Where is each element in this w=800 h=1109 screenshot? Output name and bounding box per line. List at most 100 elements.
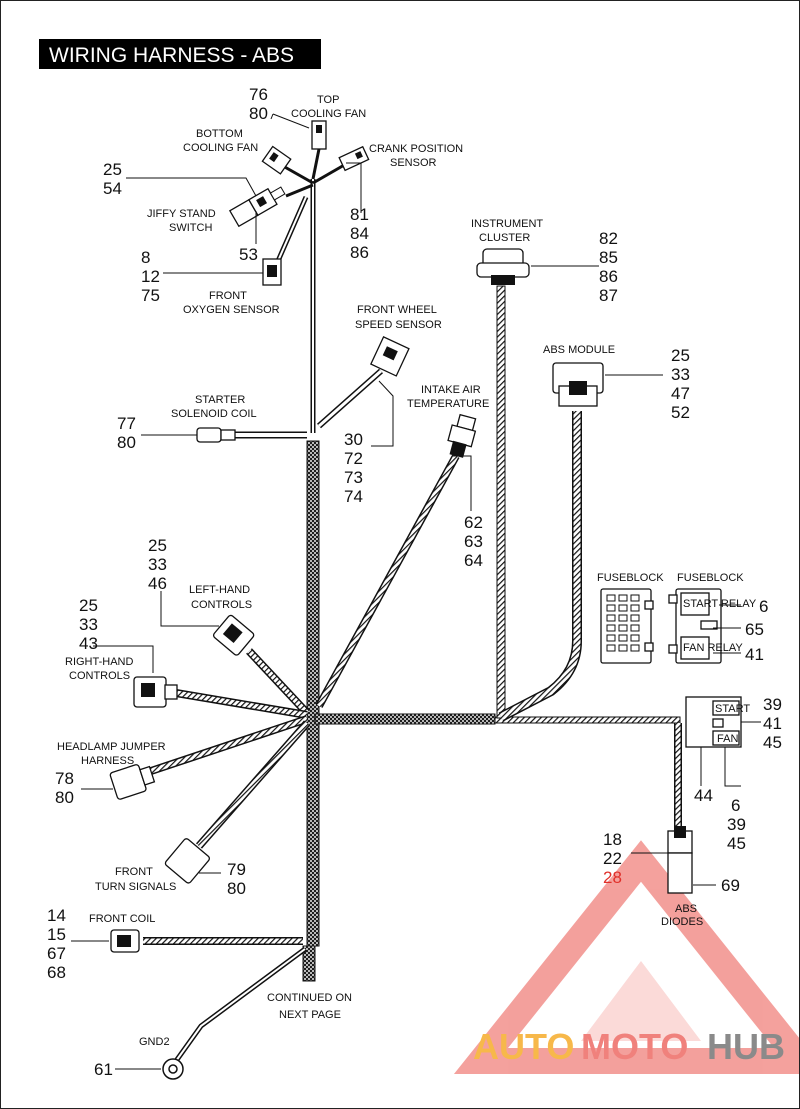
label-instrument-2: CLUSTER bbox=[479, 232, 530, 244]
relay-start-label: START bbox=[715, 703, 750, 715]
watermark-hub: HUB bbox=[707, 1026, 785, 1067]
callout-headlamp-1: 80 bbox=[55, 788, 74, 807]
callout-left-hand-1: 33 bbox=[148, 555, 167, 574]
label-continued-1: CONTINUED ON bbox=[267, 992, 352, 1004]
callout-wheel-speed-1: 72 bbox=[344, 449, 363, 468]
callout-intake-2: 64 bbox=[464, 551, 483, 570]
callout-abs-module-1: 33 bbox=[671, 365, 690, 384]
label-crank-position-1: CRANK POSITION bbox=[369, 143, 463, 155]
callout-fuse-6: 6 bbox=[759, 597, 768, 616]
jiffy-stand-switch-connector bbox=[228, 186, 286, 228]
callout-oxygen-2: 75 bbox=[141, 286, 160, 305]
callout-crank-2: 86 bbox=[350, 243, 369, 262]
label-intake-2: TEMPERATURE bbox=[407, 398, 489, 410]
callout-diodes-right: 69 bbox=[721, 876, 740, 895]
label-bottom-cooling-fan-1: BOTTOM bbox=[196, 128, 243, 140]
label-right-hand-2: CONTROLS bbox=[69, 670, 130, 682]
left-hand-controls-connector bbox=[212, 614, 255, 656]
crank-position-sensor-connector bbox=[338, 145, 370, 172]
label-starter-1: STARTER bbox=[195, 394, 245, 406]
callout-front-coil-0: 14 bbox=[47, 906, 66, 925]
callout-jiffy-lower-0: 53 bbox=[239, 245, 258, 264]
starter-solenoid-connector bbox=[196, 427, 236, 443]
callout-jiffy-0: 25 bbox=[103, 160, 122, 179]
callout-instrument-2: 86 bbox=[599, 267, 618, 286]
callout-starter-1: 80 bbox=[117, 433, 136, 452]
callout-front-coil-2: 67 bbox=[47, 944, 66, 963]
callout-right-hand-2: 43 bbox=[79, 634, 98, 653]
label-turn-signals-1: FRONT bbox=[115, 866, 153, 878]
label-wheel-speed-2: SPEED SENSOR bbox=[355, 319, 442, 331]
label-abs-module: ABS MODULE bbox=[543, 344, 615, 356]
callout-right-hand-0: 25 bbox=[79, 596, 98, 615]
callout-wheel-speed-0: 30 bbox=[344, 430, 363, 449]
callout-diodes-left-red: 28 bbox=[603, 868, 622, 887]
callout-crank-1: 84 bbox=[350, 224, 369, 243]
callout-oxygen-0: 8 bbox=[141, 248, 150, 267]
label-top-cooling-fan-1: TOP bbox=[317, 94, 339, 106]
callout-diodes-left-0: 18 bbox=[603, 830, 622, 849]
callout-fuse-41: 41 bbox=[745, 645, 764, 664]
callout-left-hand-2: 46 bbox=[148, 574, 167, 593]
front-oxygen-sensor-connector bbox=[262, 258, 282, 286]
label-abs-diodes-1: ABS bbox=[675, 903, 697, 915]
callout-front-coil-3: 68 bbox=[47, 963, 66, 982]
callout-relay-below-2: 45 bbox=[727, 834, 746, 853]
callout-relay-right-1: 41 bbox=[763, 714, 782, 733]
component-labels: TOP COOLING FAN BOTTOM COOLING FAN CRANK… bbox=[57, 94, 744, 1048]
relay-fan-label: FAN bbox=[717, 733, 738, 745]
fuseblock-left bbox=[600, 588, 654, 664]
callout-right-hand-1: 33 bbox=[79, 615, 98, 634]
abs-diodes-connector bbox=[667, 826, 693, 894]
label-headlamp-1: HEADLAMP JUMPER bbox=[57, 741, 166, 753]
callout-front-coil-1: 15 bbox=[47, 925, 66, 944]
label-left-hand-1: LEFT-HAND bbox=[189, 584, 250, 596]
label-instrument-1: INSTRUMENT bbox=[471, 218, 543, 230]
abs-module-connector bbox=[552, 362, 604, 407]
label-oxygen-2: OXYGEN SENSOR bbox=[183, 304, 280, 316]
callout-oxygen-1: 12 bbox=[141, 267, 160, 286]
label-jiffy-2: SWITCH bbox=[169, 222, 212, 234]
label-gnd2: GND2 bbox=[139, 1036, 170, 1048]
leader-lines bbox=[71, 113, 761, 1070]
label-crank-position-2: SENSOR bbox=[390, 157, 437, 169]
label-continued-2: NEXT PAGE bbox=[279, 1009, 341, 1021]
wheel-speed-sensor-connector bbox=[370, 336, 410, 377]
callout-fuse-65: 65 bbox=[745, 620, 764, 639]
callout-top-fan-0: 76 bbox=[249, 85, 268, 104]
top-cooling-fan-connector bbox=[311, 120, 327, 150]
callout-turn-signals-0: 79 bbox=[227, 860, 246, 879]
relay-block: START FAN bbox=[685, 696, 750, 748]
callout-relay-44: 44 bbox=[694, 786, 713, 805]
callout-numbers: 76 80 25 54 53 81 84 86 8 12 75 82 85 86… bbox=[47, 85, 782, 1079]
headlamp-jumper-connector bbox=[109, 764, 156, 800]
label-right-hand-1: RIGHT-HAND bbox=[65, 656, 134, 668]
label-front-coil: FRONT COIL bbox=[89, 913, 155, 925]
right-hand-controls-connector bbox=[133, 676, 178, 708]
turn-signals-connector bbox=[164, 838, 211, 884]
callout-left-hand-0: 25 bbox=[148, 536, 167, 555]
ground-ring-terminal bbox=[162, 1058, 184, 1080]
watermark-logo bbox=[453, 840, 799, 1074]
callout-headlamp-0: 78 bbox=[55, 769, 74, 788]
label-fuseblock-right: FUSEBLOCK bbox=[677, 572, 744, 584]
callout-wheel-speed-3: 74 bbox=[344, 487, 363, 506]
callout-intake-1: 63 bbox=[464, 532, 483, 551]
label-intake-1: INTAKE AIR bbox=[421, 384, 481, 396]
callout-instrument-0: 82 bbox=[599, 229, 618, 248]
callout-diodes-left-1: 22 bbox=[603, 849, 622, 868]
callout-jiffy-1: 54 bbox=[103, 179, 122, 198]
callout-turn-signals-1: 80 bbox=[227, 879, 246, 898]
callout-abs-module-2: 47 bbox=[671, 384, 690, 403]
callout-starter-0: 77 bbox=[117, 414, 136, 433]
fuse-start-relay-label: START RELAY bbox=[683, 598, 757, 610]
label-fuseblock-left: FUSEBLOCK bbox=[597, 572, 664, 584]
watermark-auto: AUTO bbox=[473, 1026, 574, 1067]
callout-crank-0: 81 bbox=[350, 205, 369, 224]
callout-relay-right-2: 45 bbox=[763, 733, 782, 752]
label-wheel-speed-1: FRONT WHEEL bbox=[357, 304, 437, 316]
label-top-cooling-fan-2: COOLING FAN bbox=[291, 108, 366, 120]
instrument-cluster-connector bbox=[476, 248, 530, 285]
callout-wheel-speed-2: 73 bbox=[344, 468, 363, 487]
